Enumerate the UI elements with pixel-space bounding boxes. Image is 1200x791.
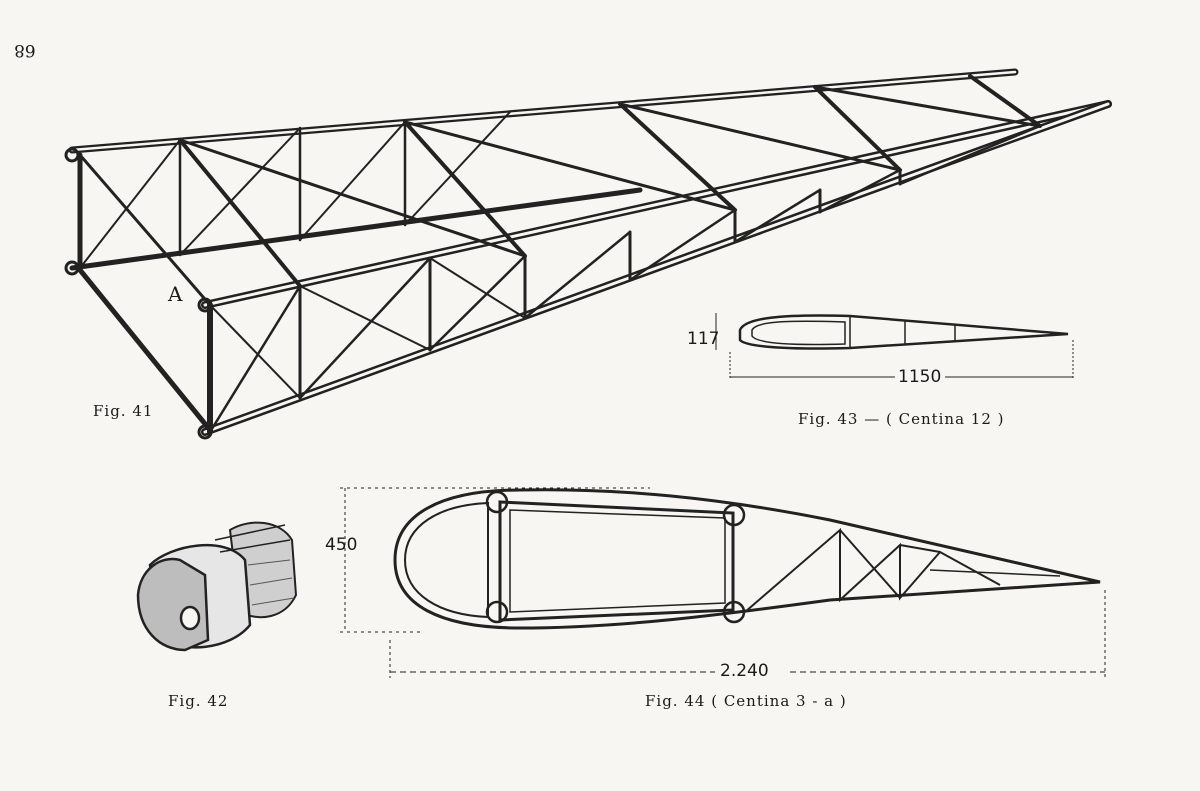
fig44-height-dimension: 450 [325, 535, 358, 555]
fig44-caption: Fig. 44 ( Centina 3 - a ) [645, 692, 847, 710]
fig41-caption: Fig. 41 [93, 402, 154, 420]
fig43-length-dimension: 1150 [898, 367, 942, 387]
fig43-caption: Fig. 43 — ( Centina 12 ) [798, 410, 1005, 428]
fig42-caption: Fig. 42 [168, 692, 229, 710]
fig41-point-label: A [168, 282, 183, 306]
fig43-height-dimension: 117 [687, 329, 720, 349]
fig44-length-dimension: 2.240 [720, 661, 769, 681]
